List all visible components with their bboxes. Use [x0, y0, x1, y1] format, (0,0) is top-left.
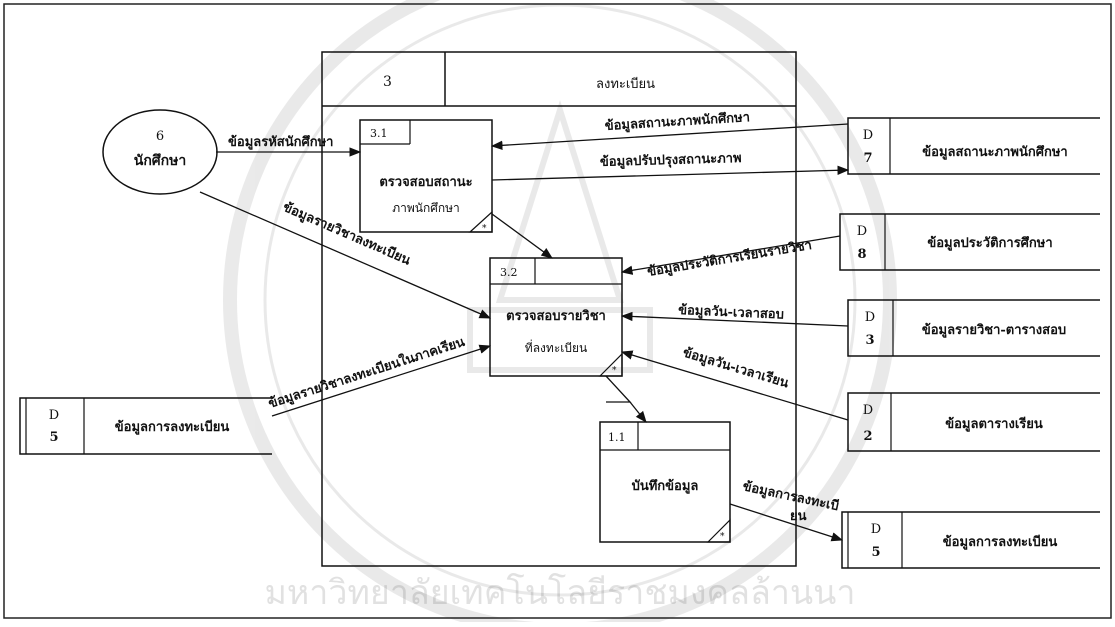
- datastore-d5-left-number: 5: [49, 430, 58, 445]
- process-3-2-marker: *: [612, 366, 617, 376]
- datastore-d5-left-name: ข้อมูลการลงทะเบียน: [115, 419, 230, 435]
- datastore-d8: D 8 ข้อมูลประวัติการศึกษา: [839, 213, 1100, 271]
- flow-status-update-label: ข้อมูลปรับปรุงสถานะภาพ: [600, 150, 742, 170]
- process-3-1-marker: *: [482, 224, 487, 234]
- watermark-text: มหาวิทยาลัยเทคโนโลยีราชมงคลล้านนา: [264, 573, 855, 613]
- datastore-d2-name: ข้อมูลตารางเรียน: [945, 416, 1043, 432]
- datastore-d5-right-letter: D: [871, 522, 881, 537]
- flow-student-id: ข้อมูลรหัสนักศึกษา: [216, 134, 362, 157]
- outer-frame: [3, 3, 1112, 619]
- flow-3-1-to-3-2: [491, 213, 553, 259]
- process-1-1-number: 1.1: [608, 431, 626, 444]
- datastore-d7: D 7 ข้อมูลสถานะภาพนักศึกษา: [847, 117, 1100, 175]
- datastore-d5-right: D 5 ข้อมูลการลงทะเบียน: [841, 511, 1100, 569]
- flow-term-reg-label: ข้อมูลรายวิชาลงทะเบียนในภาคเรียน: [266, 333, 467, 412]
- process-3-box: 3 ลงทะเบียน: [321, 51, 797, 567]
- datastore-d8-number: 8: [857, 247, 866, 262]
- process-3-2-line2: ที่ลงทะเบียน: [525, 339, 587, 355]
- external-entity-student: 6 นักศึกษา: [102, 109, 218, 195]
- process-3-1-line2: ภาพนักศึกษา: [392, 201, 460, 215]
- datastore-d5-left-letter: D: [49, 408, 59, 423]
- flow-class-time-label: ข้อมูลวัน-เวลาเรียน: [681, 345, 791, 392]
- flow-3-2-to-1-1: [605, 375, 647, 423]
- process-3-1-number: 3.1: [370, 127, 388, 140]
- process-3-2-box: 3.2 ตรวจสอบรายวิชา ที่ลงทะเบียน *: [489, 257, 623, 377]
- datastore-d8-letter: D: [857, 224, 867, 239]
- flow-history-label: ข้อมูลประวัติการเรียนรายวิชา: [646, 237, 813, 280]
- flow-student-id-label: ข้อมูลรหัสนักศึกษา: [228, 134, 333, 150]
- process-3-1-line1: ตรวจสอบสถานะ: [379, 175, 472, 190]
- flow-status-data: ข้อมูลสถานะภาพนักศึกษา: [490, 109, 849, 151]
- process-3-number: 3: [383, 74, 392, 90]
- datastore-d5-right-number: 5: [871, 545, 880, 560]
- datastore-d3-number: 3: [865, 333, 874, 348]
- flow-exam-time: ข้อมูลวัน-เวลาสอบ: [620, 302, 849, 327]
- datastore-d2-number: 2: [863, 429, 872, 444]
- flow-save-to-d5-label-2: ยน: [790, 509, 807, 524]
- flow-status-update: ข้อมูลปรับปรุงสถานะภาพ: [491, 150, 850, 181]
- flow-status-data-label: ข้อมูลสถานะภาพนักศึกษา: [604, 109, 750, 134]
- datastore-d7-letter: D: [863, 128, 873, 143]
- datastore-d7-name: ข้อมูลสถานะภาพนักศึกษา: [922, 144, 1067, 160]
- datastore-d5-right-name: ข้อมูลการลงทะเบียน: [943, 534, 1058, 550]
- process-1-1-marker: *: [720, 532, 725, 542]
- process-3-title: ลงทะเบียน: [596, 76, 655, 92]
- flow-history: ข้อมูลประวัติการเรียนรายวิชา: [620, 235, 841, 280]
- process-3-2-number: 3.2: [500, 266, 518, 279]
- process-3-2-line1: ตรวจสอบรายวิชา: [506, 309, 606, 324]
- flow-term-reg: ข้อมูลรายวิชาลงทะเบียนในภาคเรียน: [266, 333, 492, 417]
- entity-number: 6: [156, 129, 164, 144]
- entity-name: นักศึกษา: [134, 152, 187, 169]
- flow-class-time: ข้อมูลวัน-เวลาเรียน: [620, 345, 849, 421]
- datastore-d3-name: ข้อมูลรายวิชา-ตารางสอบ: [922, 322, 1066, 338]
- process-1-1-line1: บันทึกข้อมูล: [632, 478, 699, 494]
- datastore-d3-letter: D: [865, 310, 875, 325]
- datastore-d8-name: ข้อมูลประวัติการศึกษา: [927, 235, 1052, 251]
- datastore-d2-letter: D: [863, 403, 873, 418]
- datastore-d3: D 3 ข้อมูลรายวิชา-ตารางสอบ: [847, 299, 1100, 357]
- datastore-d5-left: D 5 ข้อมูลการลงทะเบียน: [19, 397, 272, 455]
- process-3-1-corner: [468, 210, 493, 233]
- datastore-d2: D 2 ข้อมูลตารางเรียน: [847, 392, 1100, 452]
- watermark-temple-shape: [467, 100, 653, 373]
- process-1-1-box: 1.1 บันทึกข้อมูล *: [599, 421, 731, 543]
- process-3-2-corner: [598, 352, 623, 377]
- flow-exam-time-label: ข้อมูลวัน-เวลาสอบ: [678, 302, 784, 323]
- process-3-1-box: 3.1 ตรวจสอบสถานะ ภาพนักศึกษา *: [359, 119, 493, 234]
- process-1-1-corner: [706, 518, 731, 543]
- datastore-d7-number: 7: [863, 151, 872, 166]
